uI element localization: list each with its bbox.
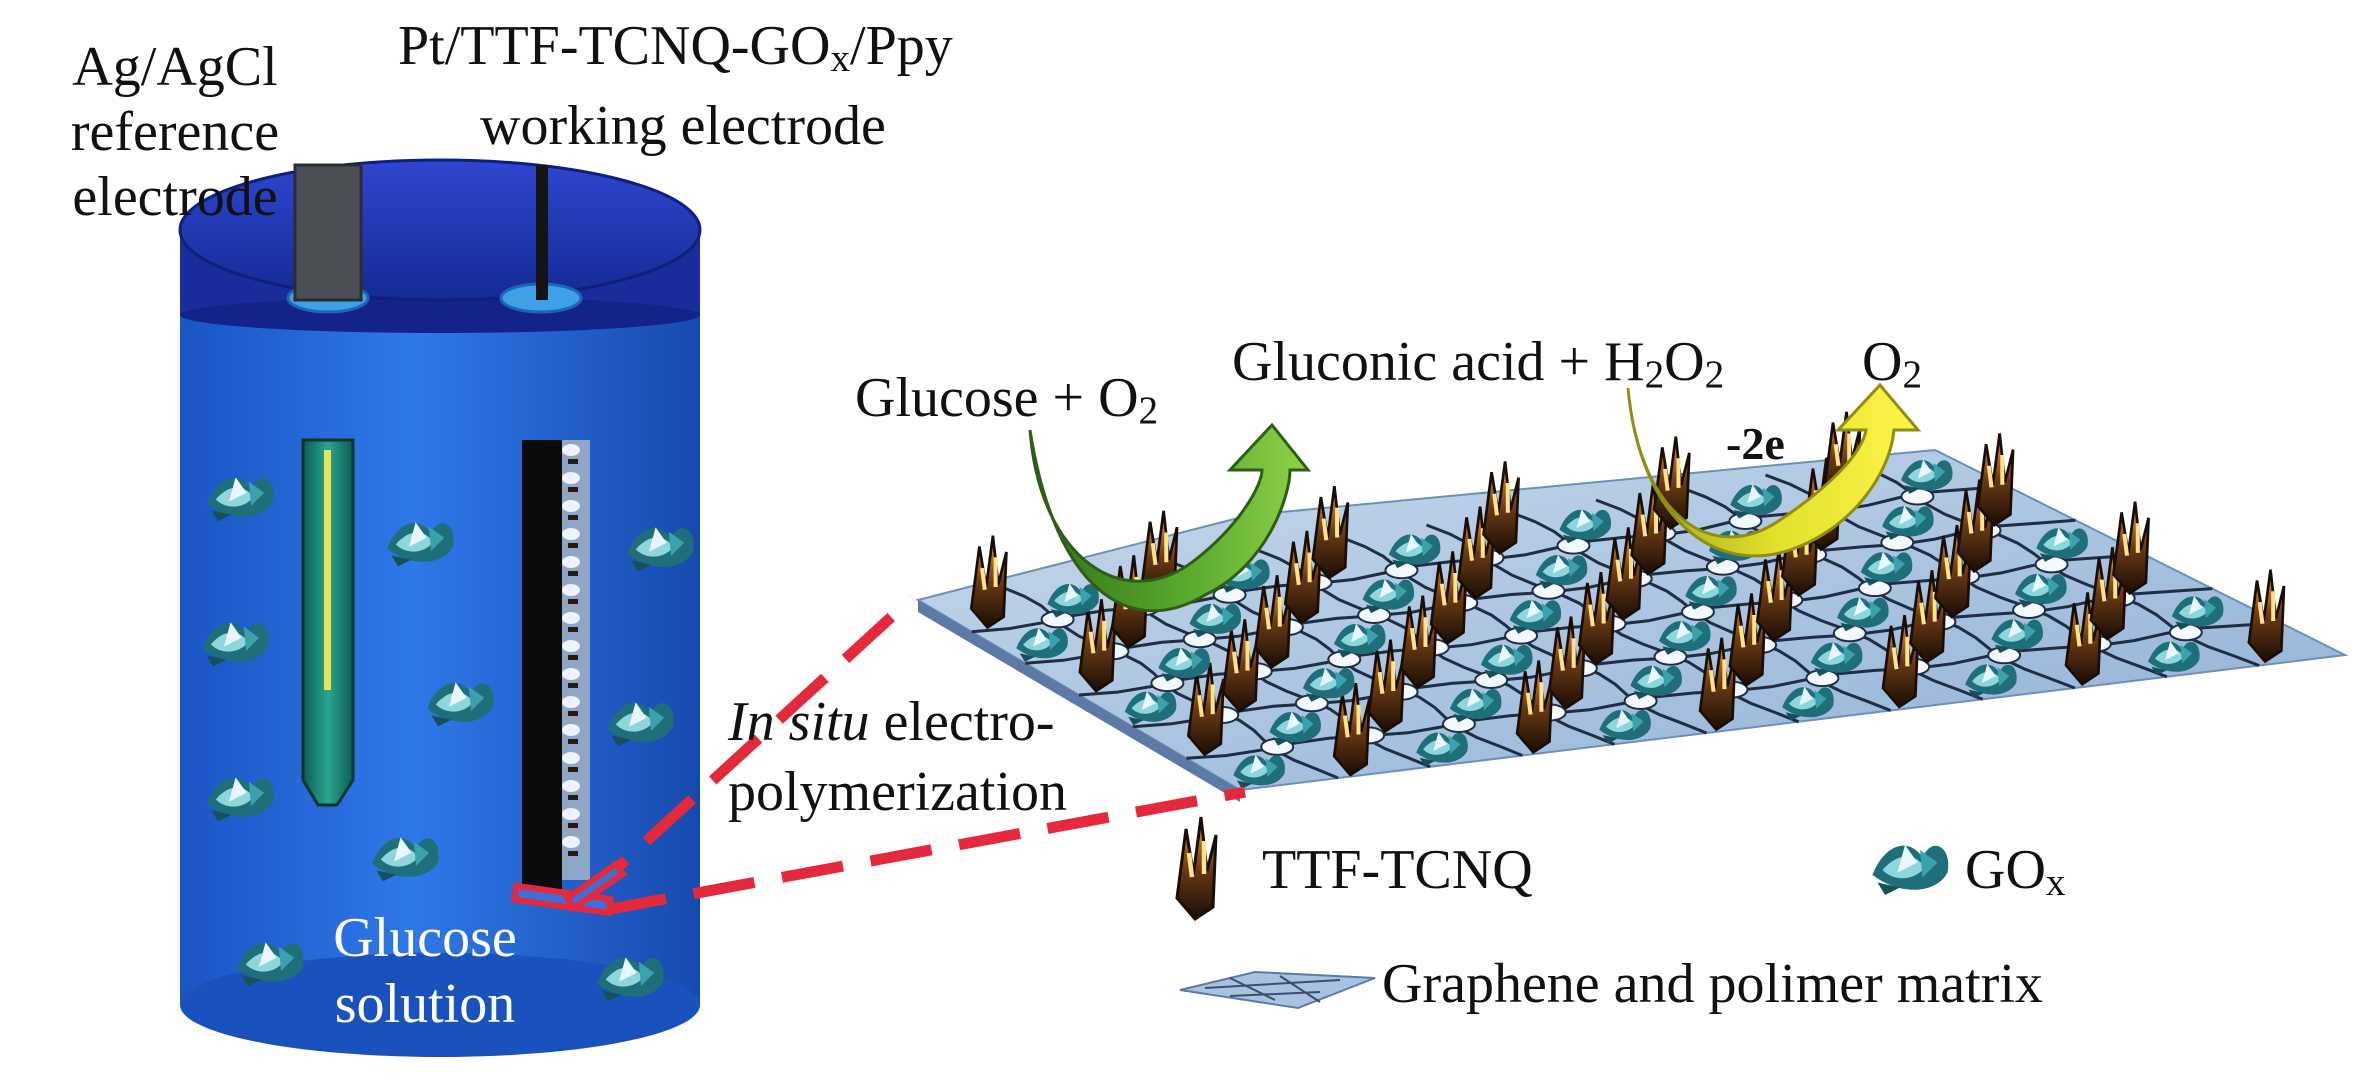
working-label-prefix: Pt/TTF-TCNQ-GO	[398, 15, 831, 77]
zoom-marker	[511, 859, 628, 917]
coating-crystal	[568, 459, 578, 464]
coating-dot	[562, 584, 580, 596]
coating-dot	[562, 808, 580, 820]
working-electrode-wire	[536, 165, 548, 300]
coating-dot	[562, 612, 580, 624]
legend-gox-sub: x	[2045, 861, 2066, 905]
reaction-h2-sub: 2	[1644, 353, 1665, 397]
in-situ-rest: electro-	[869, 691, 1055, 753]
legend-gox: GOx	[1965, 838, 2065, 915]
reaction-glucose-o2: Glucose + O2	[855, 366, 1158, 443]
ttf-tcnq-crystal-icon	[1978, 433, 2013, 525]
coating-crystal	[568, 515, 578, 520]
green-reaction-arrow	[1028, 422, 1312, 613]
ttf-tcnq-crystal-icon	[1484, 461, 1519, 553]
coating-dot	[562, 836, 580, 848]
working-label-subscript: x	[830, 37, 851, 81]
in-situ-italic: In situ	[728, 691, 870, 753]
legend-matrix: Graphene and polimer matrix	[1382, 953, 2043, 1015]
reaction-arrows	[1028, 382, 1922, 613]
legend-icons	[1177, 817, 1949, 1010]
yellow-reaction-arrow	[1626, 382, 1922, 558]
coating-dot	[562, 752, 580, 764]
mesh-node	[1880, 533, 1915, 552]
coating-crystal	[568, 767, 578, 772]
reference-label-line1: Ag/AgCl	[72, 36, 278, 98]
cell-lid-bottom-edge	[180, 297, 700, 333]
reaction-o2-sub: 2	[1704, 353, 1725, 397]
legend-ttf-tcnq: TTF-TCNQ	[1262, 839, 1533, 901]
reaction-glucose-sub: 2	[1138, 389, 1159, 433]
zoom-marker-a	[511, 882, 614, 917]
mesh-node	[1900, 487, 1935, 506]
coating-crystal	[568, 487, 578, 492]
legend-gox-text: GO	[1965, 839, 2046, 901]
working-electrode-body	[522, 440, 562, 890]
sheet-edge	[918, 600, 1240, 802]
coating-dot	[562, 696, 580, 708]
in-situ-label-line2: polymerization	[728, 761, 1068, 823]
ttf-tcnq-crystal-icon	[2114, 502, 2149, 594]
reference-label-line3: electrode	[72, 166, 278, 228]
coating-crystal	[568, 599, 578, 604]
coating-dot	[562, 724, 580, 736]
reaction-gluconic-acid: Gluconic acid + H2O2	[1232, 330, 1724, 407]
legend-gox-icon	[1872, 845, 1949, 895]
reaction-o2-text: O	[1862, 331, 1903, 393]
legend-ttf-tcnq-icon	[1177, 817, 1216, 919]
coating-crystal	[568, 655, 578, 660]
ttf-tcnq-crystal-icon	[1313, 486, 1348, 578]
coating-crystal	[568, 683, 578, 688]
working-label-line2: working electrode	[480, 95, 886, 157]
electrochemical-cell	[178, 158, 702, 1057]
coating-crystal	[568, 571, 578, 576]
coating-crystal	[568, 739, 578, 744]
reference-electrode-wire	[324, 450, 331, 690]
cell-bottom	[180, 953, 700, 1057]
in-situ-label-line1: In situ electro-	[728, 690, 1055, 754]
coating-crystal	[568, 795, 578, 800]
glucose-solution-line2: solution	[334, 973, 516, 1035]
reaction-o2-product: O2	[1862, 330, 1922, 407]
zoom-marker-b	[562, 859, 628, 913]
electron-label: -2e	[1726, 418, 1785, 469]
reaction-glucose-text: Glucose + O	[855, 367, 1139, 429]
working-label-suffix: /Ppy	[850, 15, 953, 77]
coating-dot	[562, 500, 580, 512]
reaction-o-text: O	[1664, 331, 1705, 393]
reaction-gluconic-text: Gluconic acid + H	[1232, 331, 1645, 393]
glucose-solution-line1: Glucose	[333, 907, 517, 969]
coating-dot	[562, 444, 580, 456]
ttf-tcnq-crystal-icon	[2249, 570, 2284, 662]
coating-dot	[562, 528, 580, 540]
reference-electrode-cap	[293, 163, 363, 302]
ttf-tcnq-crystal-icon	[971, 536, 1006, 628]
coating-crystal	[568, 823, 578, 828]
coating-dot	[562, 472, 580, 484]
coating-crystal	[568, 711, 578, 716]
coating-dot	[562, 780, 580, 792]
working-label-line1: Pt/TTF-TCNQ-GOx/Ppy	[398, 14, 953, 91]
working-electrode-coating-pattern	[562, 444, 580, 856]
zoom-lines	[576, 593, 1246, 916]
coating-dot	[562, 640, 580, 652]
cell-body	[180, 315, 700, 1005]
coating-dot	[562, 556, 580, 568]
coating-crystal	[568, 627, 578, 632]
legend-matrix-icon	[1179, 970, 1376, 1010]
coating-crystal	[568, 851, 578, 856]
mesh-node	[1728, 512, 1763, 530]
reaction-o2-product-sub: 2	[1902, 353, 1923, 397]
graphene-sheet	[915, 412, 2349, 802]
mesh-node	[2034, 555, 2069, 574]
coating-dot	[562, 668, 580, 680]
zoom-line-lower	[604, 786, 1246, 916]
zoom-line-upper	[576, 593, 916, 907]
reference-label-line2: reference	[70, 101, 280, 163]
coating-crystal	[568, 543, 578, 548]
